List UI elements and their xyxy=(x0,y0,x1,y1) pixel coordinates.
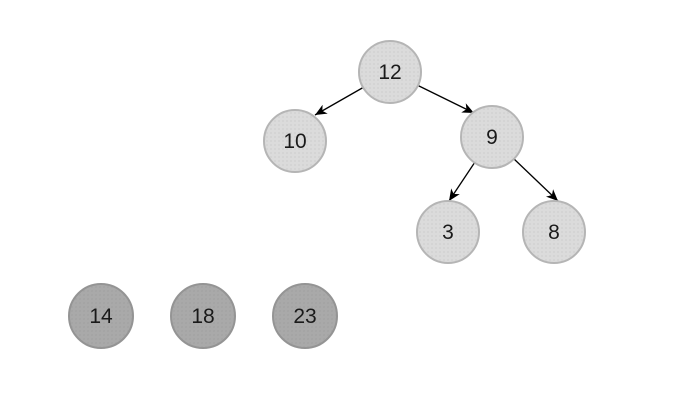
edge-9-8 xyxy=(512,157,559,202)
pool-node-23: 23 xyxy=(272,283,338,349)
pool-node-18: 18 xyxy=(170,283,236,349)
pool-node-18-label: 18 xyxy=(191,304,215,328)
tree-node-grandchild-right-label: 8 xyxy=(548,220,560,244)
tree-node-grandchild-right: 8 xyxy=(522,200,586,264)
tree-node-right-child-label: 9 xyxy=(486,125,498,149)
tree-node-left-child-label: 10 xyxy=(283,129,307,153)
pool-node-14: 14 xyxy=(68,283,134,349)
pool-node-14-label: 14 xyxy=(89,304,113,328)
tree-node-root-label: 12 xyxy=(378,60,402,84)
tree-node-grandchild-left-label: 3 xyxy=(442,220,454,244)
tree-node-root: 12 xyxy=(358,40,422,104)
tree-node-left-child: 10 xyxy=(263,109,327,173)
tree-node-right-child: 9 xyxy=(460,105,524,169)
pool-node-23-label: 23 xyxy=(293,304,317,328)
edge-9-3 xyxy=(448,161,476,202)
edge-12-10 xyxy=(314,86,365,116)
tree-node-grandchild-left: 3 xyxy=(416,200,480,264)
edge-12-9 xyxy=(416,84,475,114)
